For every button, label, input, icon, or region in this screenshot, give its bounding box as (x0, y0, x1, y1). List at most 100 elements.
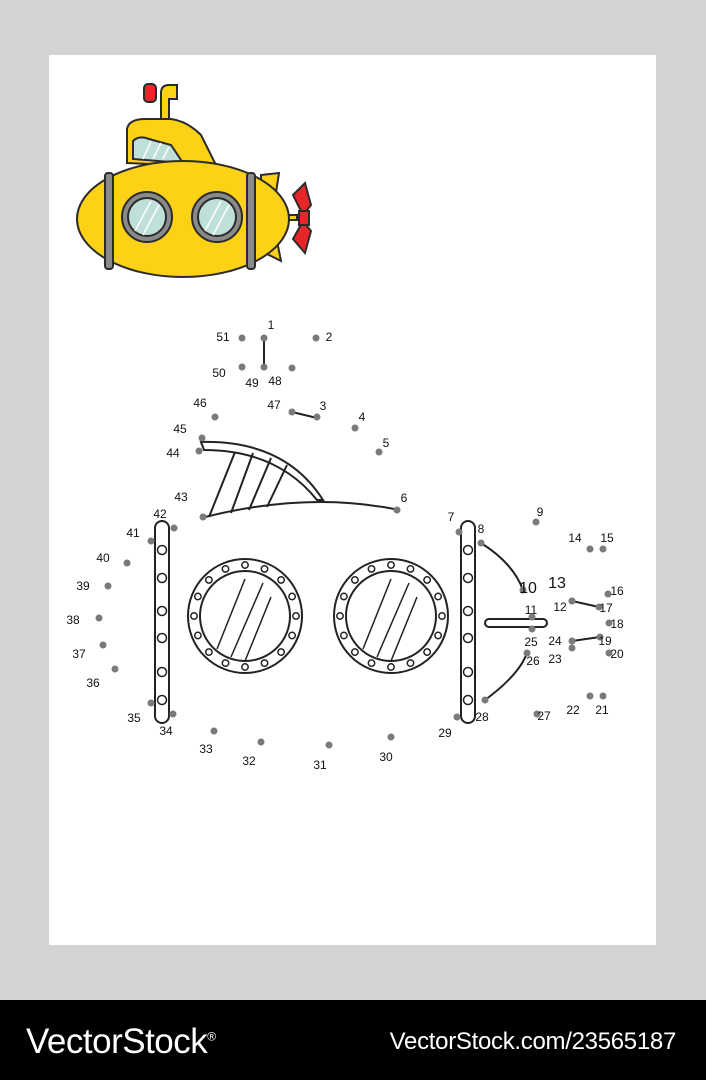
dot-label-49: 49 (245, 376, 259, 390)
rivet (339, 592, 348, 601)
rivet (277, 648, 286, 657)
dot-13 (568, 597, 576, 605)
dot-label-48: 48 (268, 374, 282, 388)
dot-label-12: 12 (553, 600, 567, 614)
dot-label-19: 19 (598, 634, 612, 648)
dot-42 (170, 524, 178, 532)
rivet (288, 631, 297, 640)
dot-label-35: 35 (127, 711, 141, 725)
dot-33 (210, 727, 218, 735)
dot-label-24: 24 (548, 634, 562, 648)
dot-17 (595, 603, 603, 611)
dot-label-39: 39 (76, 579, 90, 593)
image-id-link: VectorStock.com/23565187 (389, 1028, 677, 1055)
dot-label-10: 10 (519, 580, 537, 597)
band-rivet (156, 572, 168, 584)
dot-label-50: 50 (212, 366, 226, 380)
watermark-footer: VectorStock® VectorStock.com/23565187 (0, 1000, 706, 1080)
rivet (241, 561, 249, 569)
rivet (350, 648, 359, 657)
dot-label-7: 7 (448, 510, 455, 524)
porthole-rivets (190, 561, 446, 671)
dot-label-16: 16 (610, 584, 624, 598)
dot-49 (260, 363, 268, 371)
dot-label-43: 43 (174, 490, 188, 504)
rivet (204, 648, 213, 657)
rivet (367, 659, 376, 668)
rivet (350, 575, 359, 584)
band-rivet (156, 694, 168, 706)
dot-4 (351, 424, 359, 432)
dot-label-2: 2 (326, 330, 333, 344)
dot-label-5: 5 (383, 436, 390, 450)
dot-label-29: 29 (438, 726, 452, 740)
dot-41 (147, 537, 155, 545)
band-rivet (156, 632, 168, 644)
dot-26 (523, 649, 531, 657)
dot-label-18: 18 (610, 617, 624, 631)
dot-label-34: 34 (159, 724, 173, 738)
dot-20 (605, 649, 613, 657)
band-rivet (462, 632, 474, 644)
dot-label-23: 23 (548, 652, 562, 666)
rivet (406, 564, 415, 573)
dot-label-17: 17 (599, 601, 613, 615)
band-rivet (462, 605, 474, 617)
rivet (406, 659, 415, 668)
rivet (336, 612, 344, 620)
dot-label-30: 30 (379, 750, 393, 764)
rivet (423, 575, 432, 584)
dot-label-45: 45 (173, 422, 187, 436)
dot-38 (95, 614, 103, 622)
dot-label-21: 21 (595, 703, 609, 717)
dot-label-46: 46 (193, 396, 207, 410)
dot-label-44: 44 (166, 446, 180, 460)
dot-label-13: 13 (548, 575, 566, 592)
rivet (193, 592, 202, 601)
submarine-illustration (76, 83, 313, 278)
dot-label-15: 15 (600, 531, 614, 545)
rivet (339, 631, 348, 640)
dot-label-1: 1 (268, 318, 275, 332)
rivet (438, 612, 446, 620)
dot-35 (147, 699, 155, 707)
dot-label-32: 32 (242, 754, 256, 768)
rivet (387, 663, 395, 671)
rivet (434, 631, 443, 640)
dot-label-40: 40 (96, 551, 110, 565)
rivet (193, 631, 202, 640)
rivet (221, 659, 230, 668)
dot-27 (533, 710, 541, 718)
rivet (190, 612, 198, 620)
rivet (221, 564, 230, 573)
dot-29 (453, 713, 461, 721)
dot-51 (238, 334, 246, 342)
dot-3 (313, 413, 321, 421)
dot-10 (519, 586, 527, 594)
dot-40 (123, 559, 131, 567)
dot-46 (211, 413, 219, 421)
band-rivets (156, 544, 474, 706)
dot-label-27: 27 (537, 709, 551, 723)
dot-2 (312, 334, 320, 342)
dot-36 (111, 665, 119, 673)
dot-30 (387, 733, 395, 741)
rivet (367, 564, 376, 573)
band-rivet (462, 544, 474, 556)
dot-44 (195, 447, 203, 455)
rivet (204, 575, 213, 584)
rivet (241, 663, 249, 671)
dot-1 (260, 334, 268, 342)
dot-16 (604, 590, 612, 598)
dot-23 (568, 644, 576, 652)
band-rivet (462, 694, 474, 706)
rivet (260, 564, 269, 573)
dot-7 (455, 528, 463, 536)
dot-label-3: 3 (320, 399, 327, 413)
dot-label-14: 14 (568, 531, 582, 545)
dot-label-26: 26 (526, 654, 540, 668)
porthole-icon (187, 558, 449, 674)
dot-label-42: 42 (153, 507, 167, 521)
